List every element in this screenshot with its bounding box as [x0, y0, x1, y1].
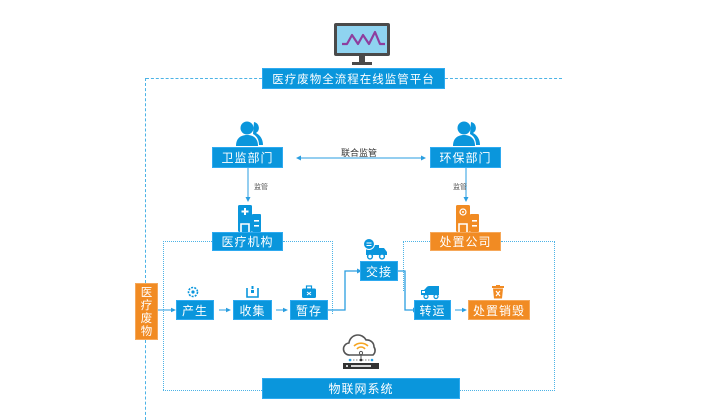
outer-frame-top-left: [146, 78, 262, 79]
delivery-truck-icon: [363, 238, 387, 260]
outer-frame-top-right: [445, 78, 562, 79]
medical-waste-box: 医疗废物: [135, 283, 158, 340]
destroy-box: 处置销毁: [468, 300, 530, 320]
handover-box: 交接: [360, 261, 398, 281]
environment-department-label: 环保部门: [439, 151, 492, 165]
collect-to-store-arrow: [276, 307, 288, 313]
step-generate-label: 产生: [181, 303, 208, 318]
medical-institution-box: 医疗机构: [212, 232, 283, 251]
medical-frame-top-left: [163, 241, 212, 242]
medical-frame-left: [163, 241, 164, 390]
person-group-icon: [453, 121, 480, 146]
step-collect-label: 收集: [239, 303, 266, 318]
trash-bin-icon: [492, 285, 504, 299]
disposal-company-label: 处置公司: [439, 235, 492, 249]
platform-title: 医疗废物全流程在线监管平台: [272, 71, 435, 86]
outer-frame-left-lower: [145, 340, 146, 420]
medical-frame-top-right: [283, 241, 333, 242]
disposal-frame-top-right: [501, 241, 555, 242]
waste-to-generate-arrow: [158, 307, 176, 313]
garbage-truck-icon: [421, 285, 439, 300]
platform-title-banner: 医疗废物全流程在线监管平台: [262, 68, 445, 89]
supervise-label-right: 监管: [453, 183, 467, 191]
hospital-building-icon: [238, 205, 261, 232]
supervise-arrow-right: [463, 168, 469, 202]
storage-case-icon: [302, 285, 316, 298]
destroy-label: 处置销毁: [472, 303, 525, 318]
joint-supervision-label: 联合监管: [341, 149, 378, 159]
collect-box-icon: [246, 286, 259, 298]
transport-to-destroy-arrow: [455, 307, 467, 313]
step-store-box: 暂存: [290, 300, 328, 320]
cloud-wifi-server-icon: [342, 334, 379, 369]
health-department-label: 卫监部门: [221, 151, 274, 165]
iot-system-label: 物联网系统: [328, 382, 394, 396]
disposal-frame-top-left: [403, 241, 430, 242]
health-department-box: 卫监部门: [212, 147, 283, 168]
disposal-frame-bottom: [460, 390, 555, 391]
iot-system-bar: 物联网系统: [262, 378, 460, 399]
step-store-label: 暂存: [295, 303, 322, 318]
supervise-label-left: 监管: [254, 183, 268, 191]
biohazard-building-icon: [456, 205, 479, 232]
transport-label: 转运: [419, 303, 446, 318]
store-to-handover-connector: [328, 268, 362, 311]
supervise-arrow-left: [245, 168, 251, 202]
outer-frame-left: [145, 78, 146, 283]
step-collect-box: 收集: [233, 300, 272, 320]
person-group-icon: [236, 121, 263, 146]
monitor-chart-icon: [334, 23, 390, 65]
medical-frame-bottom: [163, 390, 262, 391]
transport-box: 转运: [414, 300, 451, 320]
medical-frame-right: [332, 241, 333, 314]
step-generate-box: 产生: [176, 300, 214, 320]
disposal-frame-right: [554, 241, 555, 391]
bidirectional-arrow: [296, 155, 426, 161]
gear-icon: [187, 286, 199, 298]
handover-label: 交接: [365, 264, 392, 279]
disposal-frame-left: [403, 241, 404, 291]
generate-to-collect-arrow: [219, 307, 231, 313]
medical-waste-label: 医疗废物: [140, 284, 153, 338]
environment-department-box: 环保部门: [430, 147, 501, 168]
medical-institution-label: 医疗机构: [221, 235, 274, 249]
disposal-company-box: 处置公司: [430, 232, 501, 251]
